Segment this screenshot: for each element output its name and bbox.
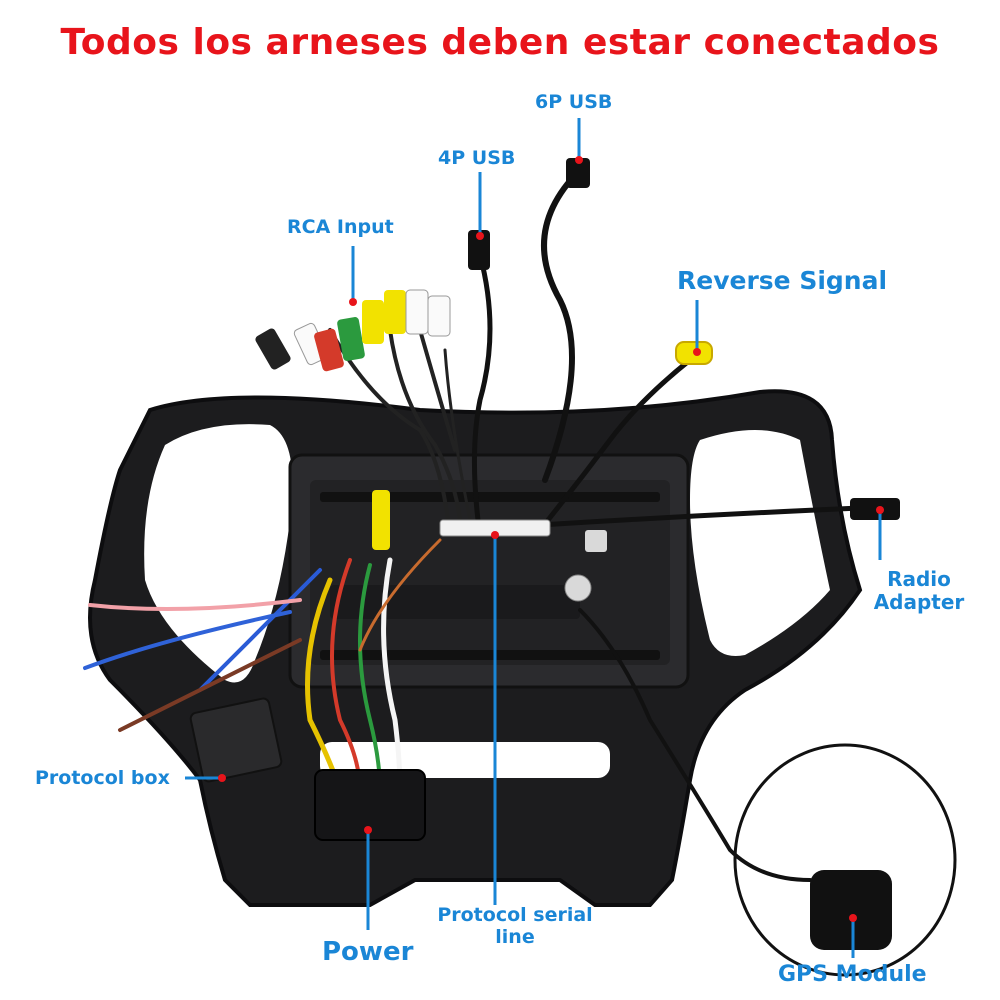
label-4p-usb: 4P USB (438, 147, 516, 169)
label-power: Power (322, 937, 414, 967)
label-protocol-serial-line1: Protocol serial (437, 904, 593, 926)
label-radio-adapter: Radio Adapter (864, 568, 974, 614)
label-radio-adapter-line2: Adapter (873, 590, 965, 614)
label-protocol-box: Protocol box (35, 767, 170, 789)
pointer-lines (185, 118, 882, 958)
label-protocol-serial-line2: line (495, 925, 535, 948)
page-title: Todos los arneses deben estar conectados (60, 22, 940, 63)
label-6p-usb: 6P USB (535, 91, 613, 113)
rca-plugs (255, 289, 451, 550)
label-gps-module: GPS Module (778, 962, 927, 987)
connectors (189, 158, 900, 950)
label-reverse-signal: Reverse Signal (677, 266, 888, 295)
label-rca-input: RCA Input (287, 216, 394, 238)
cable-bundle (83, 167, 957, 977)
label-radio-adapter-line1: Radio (887, 567, 951, 591)
pointer-dots (218, 156, 884, 922)
label-protocol-serial-line: Protocol serial line (420, 904, 610, 949)
